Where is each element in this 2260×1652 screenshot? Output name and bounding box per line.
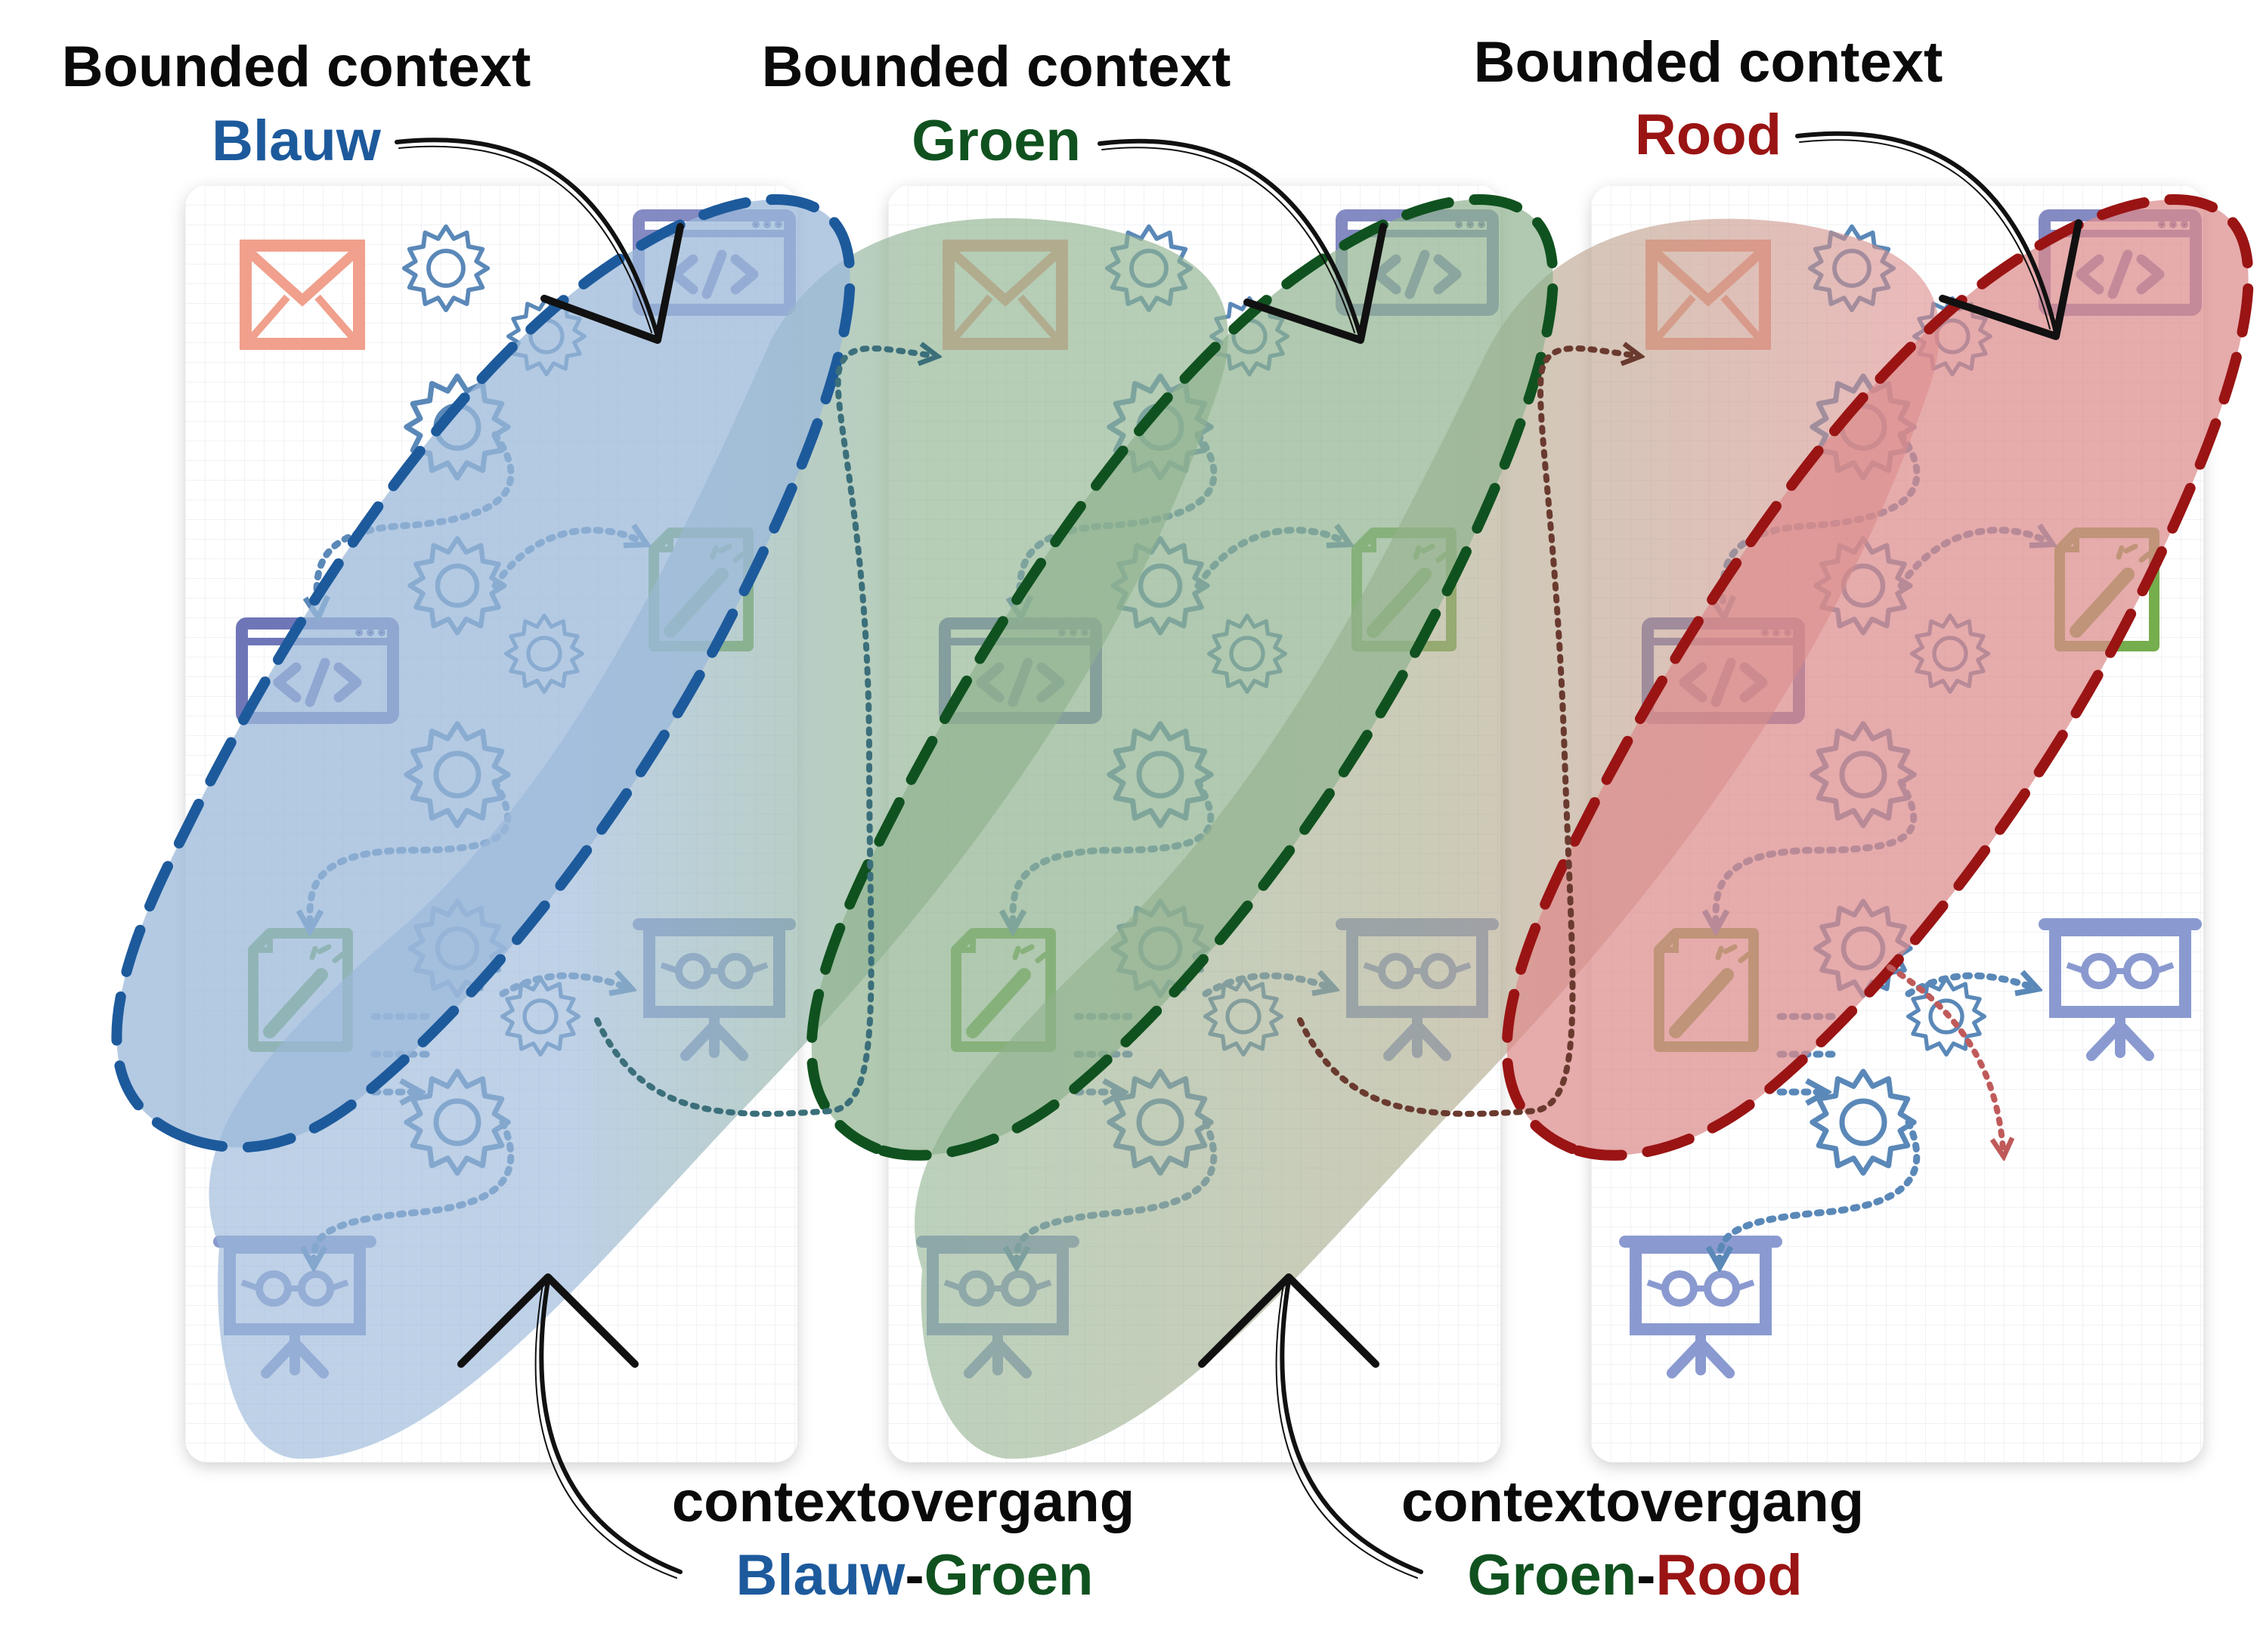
transition-heading-blauw-groen: contextovergang bbox=[672, 1470, 1135, 1534]
bounded-context-rood-area bbox=[1501, 194, 2254, 1161]
pointer-arrows-top bbox=[395, 131, 2082, 344]
transition-pair-blauw-groen: Blauw-Groen bbox=[736, 1543, 1094, 1607]
transition-groen-rood-area bbox=[915, 218, 1940, 1459]
context-name-blauw: Blauw bbox=[212, 109, 382, 173]
flow-groen-rood bbox=[1297, 348, 1633, 1117]
transition-pair-groen-rood: Groen-Rood bbox=[1467, 1543, 1802, 1607]
pointer-arrows-bottom bbox=[457, 1273, 1423, 1579]
context-heading-blauw: Bounded context bbox=[62, 35, 531, 99]
transition-blauw-groen-area bbox=[209, 218, 1228, 1459]
flow-blauw-groen bbox=[594, 348, 930, 1117]
flow-rood-extra bbox=[1887, 964, 2003, 1149]
context-name-rood: Rood bbox=[1635, 103, 1782, 167]
arrow-icon bbox=[539, 1279, 683, 1574]
arrow-icon bbox=[1280, 1279, 1423, 1574]
transition-heading-groen-rood: contextovergang bbox=[1401, 1470, 1864, 1534]
arrow-icon bbox=[1795, 131, 2058, 335]
context-heading-rood: Bounded context bbox=[1474, 30, 1943, 94]
bounded-context-groen-area bbox=[806, 194, 1559, 1161]
context-heading-groen: Bounded context bbox=[762, 35, 1231, 99]
arrow-icon bbox=[395, 138, 660, 339]
context-name-groen: Groen bbox=[912, 109, 1081, 173]
bounded-context-blauw-area bbox=[111, 194, 856, 1153]
arrow-icon bbox=[1097, 138, 1363, 339]
